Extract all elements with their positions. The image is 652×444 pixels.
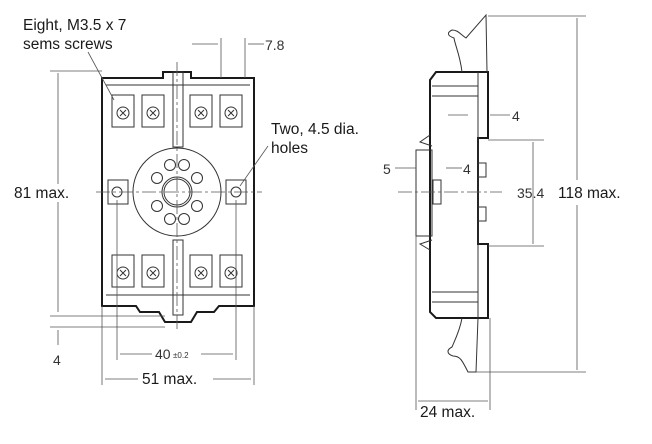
screw-icon [194, 266, 208, 280]
bottom-offset-dimension: 4 [53, 352, 61, 368]
screw-icon [224, 106, 238, 120]
center-rib-bottom [172, 239, 184, 316]
rail-clip [415, 149, 433, 237]
terminal-row-bottom [106, 254, 250, 296]
screw-icon [146, 266, 160, 280]
screw-icon [116, 106, 130, 120]
terminal-pitch-dimension: 7.8 [265, 37, 285, 53]
terminal-depth-dimension: 4 [512, 108, 520, 124]
din-hook-top [447, 13, 488, 73]
din-hook-bottom [447, 317, 479, 373]
screw-icons [116, 106, 238, 280]
screw-callout-line1: Eight, M3.5 x 7 [23, 17, 126, 34]
height-dimension: 81 max. [14, 185, 69, 202]
screw-icon [194, 106, 208, 120]
front-view: Eight, M3.5 x 7 sems screws 7.8 Two, 4.5… [14, 17, 359, 388]
center-rib-top [172, 71, 184, 148]
inner-offset-dimension: 4 [463, 161, 471, 177]
dimension-lines [50, 38, 269, 385]
terminal-row-top [106, 84, 250, 128]
socket-body-outline [101, 71, 255, 323]
left-offset-dimension: 5 [383, 161, 391, 177]
screw-icon [146, 106, 160, 120]
screw-icon [116, 266, 130, 280]
hole-callout-line2: holes [271, 140, 308, 157]
side-dimension-lines [395, 15, 586, 410]
rail-spacing-dimension: 35.4 [517, 185, 544, 201]
depth-dimension: 24 max. [420, 404, 475, 421]
hole-spacing-tolerance: ±0.2 [173, 351, 189, 360]
hole-callout-line1: Two, 4.5 dia. [271, 121, 359, 138]
side-view: 4 5 4 35.4 118 max. 24 max. [383, 13, 621, 421]
screw-callout-line2: sems screws [23, 36, 113, 53]
hole-spacing-dimension: 40 [155, 346, 171, 362]
side-body-outline [429, 71, 489, 319]
screw-icon [224, 266, 238, 280]
width-dimension: 51 max. [142, 371, 197, 388]
overall-height-dimension: 118 max. [558, 185, 621, 202]
